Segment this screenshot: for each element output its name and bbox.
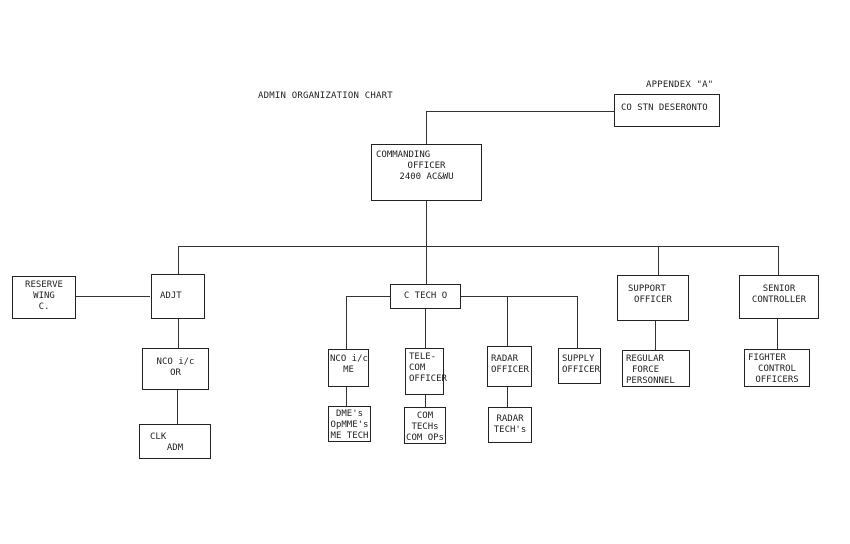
box-text: ADJT bbox=[160, 291, 182, 301]
connector bbox=[425, 395, 427, 407]
connector bbox=[658, 246, 660, 275]
nco-or-box: NCO i/c OR bbox=[142, 348, 209, 390]
box-text: SENIOR bbox=[762, 284, 796, 294]
regular-force-box: REGULAR FORCE PERSONNEL bbox=[622, 350, 690, 387]
reserve-wing-box: RESERVE WING C. bbox=[12, 276, 76, 319]
box-text: RADAR bbox=[496, 414, 524, 424]
support-officer-box: SUPPORT OFFICER bbox=[617, 275, 689, 321]
connector bbox=[177, 390, 179, 424]
connector bbox=[178, 318, 180, 348]
clk-adm-box: CLK ADM bbox=[139, 424, 211, 459]
box-text: TECH's bbox=[493, 425, 527, 435]
box-text: FIGHTER bbox=[748, 353, 786, 363]
box-text: TECHs bbox=[411, 422, 439, 432]
box-text: C TECH O bbox=[403, 291, 448, 301]
supply-officer-box: SUPPLY OFFICER bbox=[558, 348, 601, 384]
connector bbox=[778, 246, 780, 275]
connector bbox=[507, 387, 509, 407]
box-text: COM bbox=[416, 411, 434, 421]
box-text: FORCE bbox=[632, 365, 660, 375]
box-text: DME's bbox=[335, 409, 364, 419]
box-text: CLK bbox=[150, 432, 167, 442]
box-text: REGULAR bbox=[626, 354, 664, 364]
connector bbox=[777, 318, 779, 349]
box-text: RADAR bbox=[491, 354, 519, 364]
box-text: WING bbox=[33, 291, 55, 301]
box-text: OFFICERS bbox=[755, 375, 799, 385]
connector bbox=[577, 296, 579, 348]
box-text: OFFICER bbox=[491, 365, 529, 375]
box-text: COM OPs bbox=[406, 433, 444, 443]
box-text: COM bbox=[409, 363, 426, 373]
co-stn-deseronto-box: CO STN DESERONTO bbox=[614, 94, 720, 127]
connector bbox=[178, 246, 779, 248]
appendix-label: APPENDEX "A" bbox=[646, 80, 714, 90]
box-text: TELE- bbox=[409, 352, 437, 362]
connector bbox=[461, 296, 577, 298]
connector bbox=[426, 111, 614, 113]
box-text: NCO i/c bbox=[330, 354, 368, 364]
connector bbox=[507, 296, 509, 346]
box-text: ME TECH bbox=[330, 431, 369, 441]
box-text: OR bbox=[170, 368, 181, 378]
connector bbox=[346, 296, 348, 349]
box-text: ME bbox=[343, 365, 354, 375]
box-text: CONTROL bbox=[758, 364, 796, 374]
connector bbox=[426, 200, 428, 290]
dme-box: DME's OpMME's ME TECH bbox=[328, 406, 371, 442]
box-text: C. bbox=[38, 302, 50, 312]
box-text: RESERVE bbox=[25, 280, 63, 290]
box-text: OFFICER bbox=[634, 295, 672, 305]
adjt-box: ADJT bbox=[151, 274, 205, 319]
box-text: COMMANDING bbox=[376, 150, 431, 160]
connector bbox=[425, 308, 427, 348]
radar-officer-box: RADAR OFFICER bbox=[487, 346, 532, 387]
connector bbox=[655, 320, 657, 350]
box-text: PERSONNEL bbox=[626, 376, 675, 386]
box-text: SUPPORT bbox=[628, 284, 666, 294]
fighter-control-box: FIGHTER CONTROL OFFICERS bbox=[744, 349, 810, 387]
box-text: SUPPLY bbox=[562, 354, 595, 364]
box-text: CO STN DESERONTO bbox=[621, 103, 708, 113]
box-text: NCO i/c bbox=[156, 357, 195, 367]
connector bbox=[178, 246, 180, 274]
c-tech-o-box: C TECH O bbox=[390, 284, 461, 309]
com-techs-box: COM TECHs COM OPs bbox=[404, 407, 446, 444]
connector bbox=[426, 111, 428, 144]
box-text: OpMME's bbox=[330, 420, 369, 430]
connector bbox=[76, 296, 150, 298]
connector bbox=[346, 387, 348, 406]
senior-controller-box: SENIOR CONTROLLER bbox=[739, 275, 819, 319]
telecom-officer-box: TELE- COM OFFICER bbox=[405, 348, 447, 395]
commanding-officer-box: COMMANDING OFFICER 2400 AC&WU bbox=[371, 144, 482, 201]
radar-techs-box: RADAR TECH's bbox=[488, 407, 532, 443]
box-text: CONTROLLER bbox=[751, 295, 807, 305]
box-text: 2400 AC&WU bbox=[399, 172, 454, 182]
connector bbox=[346, 296, 390, 298]
chart-title: ADMIN ORGANIZATION CHART bbox=[258, 91, 393, 101]
box-text: OFFICER bbox=[562, 365, 600, 375]
box-text: OFFICER bbox=[409, 374, 447, 384]
box-text: ADM bbox=[166, 443, 184, 453]
nco-me-box: NCO i/c ME bbox=[328, 349, 369, 387]
box-text: OFFICER bbox=[407, 161, 446, 171]
